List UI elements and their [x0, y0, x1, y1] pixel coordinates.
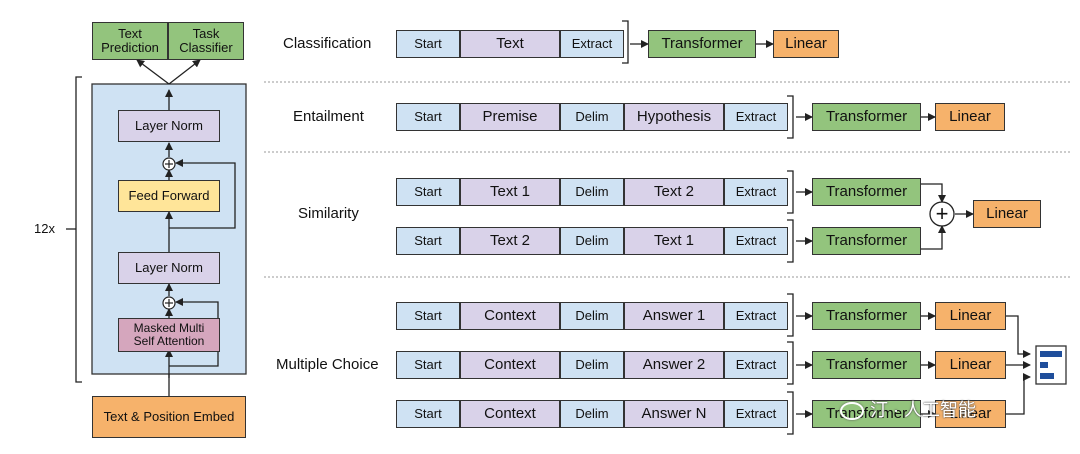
token-start: Start: [396, 103, 460, 131]
token-extract: Extract: [724, 103, 788, 131]
token-context: Context: [460, 351, 560, 379]
token-premise: Premise: [460, 103, 560, 131]
transformer-box: Transformer: [812, 351, 921, 379]
similarity-label: Similarity: [298, 205, 359, 222]
multiple-choice-label: Multiple Choice: [276, 356, 379, 373]
wechat-icon: [840, 402, 864, 421]
token-extract: Extract: [724, 178, 788, 206]
transformer-box: Transformer: [812, 227, 921, 255]
transformer-box: Transformer: [812, 302, 921, 330]
token-answer-n: Answer N: [624, 400, 724, 428]
token-text-2: Text 2: [460, 227, 560, 255]
token-text-1: Text 1: [460, 178, 560, 206]
token-hypothesis: Hypothesis: [624, 103, 724, 131]
token-start: Start: [396, 302, 460, 330]
token-delim: Delim: [560, 178, 624, 206]
token-delim: Delim: [560, 302, 624, 330]
token-start: Start: [396, 30, 460, 58]
layer-norm-top-box: Layer Norm: [118, 110, 220, 142]
masked-attention-box: Masked Multi Self Attention: [118, 318, 220, 352]
repeat-count-label: 12x: [34, 221, 55, 236]
feed-forward-box: Feed Forward: [118, 180, 220, 212]
transformer-box: Transformer: [812, 103, 921, 131]
token-delim: Delim: [560, 103, 624, 131]
token-start: Start: [396, 178, 460, 206]
token-text-1: Text 1: [624, 227, 724, 255]
token-delim: Delim: [560, 400, 624, 428]
repeat-bracket: [75, 76, 82, 383]
task-classifier-box: Task Classifier: [168, 22, 244, 60]
watermark-text: 汀 · 人工智能: [870, 400, 976, 420]
token-text: Text: [460, 30, 560, 58]
token-start: Start: [396, 227, 460, 255]
token-answer-1: Answer 1: [624, 302, 724, 330]
token-delim: Delim: [560, 227, 624, 255]
token-extract: Extract: [724, 351, 788, 379]
watermark: 汀 · 人工智能: [840, 396, 976, 422]
token-extract: Extract: [724, 302, 788, 330]
transformer-box: Transformer: [648, 30, 756, 58]
token-text-2: Text 2: [624, 178, 724, 206]
linear-box: Linear: [935, 103, 1005, 131]
residual-2: [169, 159, 236, 229]
token-start: Start: [396, 400, 460, 428]
transformer-box: Transformer: [812, 178, 921, 206]
text-prediction-box: Text Prediction: [92, 22, 168, 60]
token-extract: Extract: [724, 227, 788, 255]
linear-box: Linear: [773, 30, 839, 58]
token-start: Start: [396, 351, 460, 379]
linear-box: Linear: [973, 200, 1041, 228]
token-context: Context: [460, 302, 560, 330]
linear-box: Linear: [935, 400, 1006, 428]
token-extract: Extract: [724, 400, 788, 428]
linear-box: Linear: [935, 351, 1006, 379]
token-extract: Extract: [560, 30, 624, 58]
entailment-label: Entailment: [293, 108, 364, 125]
token-context: Context: [460, 400, 560, 428]
layer-norm-bottom-box: Layer Norm: [118, 252, 220, 284]
token-delim: Delim: [560, 351, 624, 379]
classification-label: Classification: [283, 35, 372, 52]
token-answer-2: Answer 2: [624, 351, 724, 379]
add-circle-label: +: [935, 201, 949, 226]
embed-box: Text & Position Embed: [92, 396, 246, 438]
linear-box: Linear: [935, 302, 1006, 330]
